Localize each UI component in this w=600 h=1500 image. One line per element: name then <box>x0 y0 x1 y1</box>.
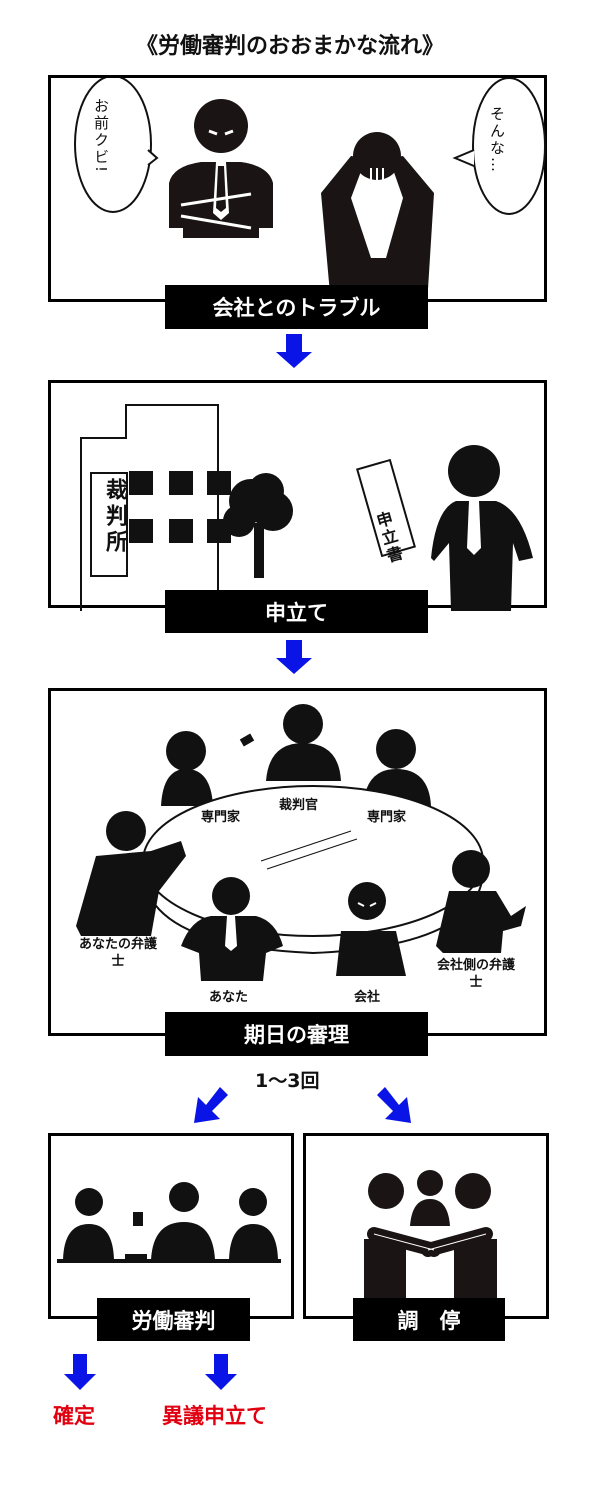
arrow-down-icon <box>276 640 312 674</box>
hearing-count: 1〜3回 <box>255 1070 320 1092</box>
outcome-label-tribunal: 労働審判 <box>97 1298 250 1341</box>
step-label-petition: 申立て <box>165 590 428 633</box>
panel-labor-tribunal <box>48 1133 294 1319</box>
panel-hearing: 専門家 裁判官 専門家 あなたの弁護士 あなた 会社 会社側の弁護士 <box>48 688 547 1036</box>
arrow-down-right-icon <box>377 1087 411 1123</box>
arrow-down-left-icon <box>194 1087 228 1123</box>
role-your-lawyer: あなたの弁護士 <box>78 937 157 969</box>
petition-illustration <box>80 404 533 611</box>
tribunal-illustration <box>57 1182 281 1263</box>
role-expert-right: 専門家 <box>367 810 407 825</box>
arrow-down-icon <box>276 334 312 368</box>
step-label-trouble: 会社とのトラブル <box>165 285 428 329</box>
role-you: あなた <box>209 990 249 1005</box>
role-company: 会社 <box>354 990 381 1005</box>
page-title: 《労働審判のおおまかな流れ》 <box>135 34 444 59</box>
panel-trouble: お前クビ! そんな… <box>48 75 547 305</box>
tree-icon <box>223 473 293 578</box>
hearing-illustration <box>76 704 526 981</box>
result-objection: 異議申立て <box>162 1404 267 1428</box>
trouble-illustration <box>74 78 546 305</box>
speech-bubble-shocked: そんな… <box>488 106 506 174</box>
outcome-label-mediation: 調 停 <box>353 1298 505 1341</box>
courthouse-sign: 裁判所 <box>102 478 127 556</box>
result-finalized: 確定 <box>53 1404 95 1428</box>
applicant-figure <box>431 445 533 611</box>
arrow-down-icon <box>205 1354 237 1390</box>
worker-figure <box>321 132 434 305</box>
role-judge: 裁判官 <box>279 798 319 813</box>
role-company-lawyer: 会社側の弁護士 <box>436 958 515 990</box>
step-label-hearing: 期日の審理 <box>165 1012 428 1056</box>
arrow-down-icon <box>64 1354 96 1390</box>
panel-mediation <box>303 1133 549 1319</box>
mediation-illustration <box>364 1170 497 1319</box>
role-expert-left: 専門家 <box>201 810 241 825</box>
panel-petition: 裁判所 申立書 <box>48 380 547 611</box>
speech-bubble-fired: お前クビ! <box>92 98 110 175</box>
